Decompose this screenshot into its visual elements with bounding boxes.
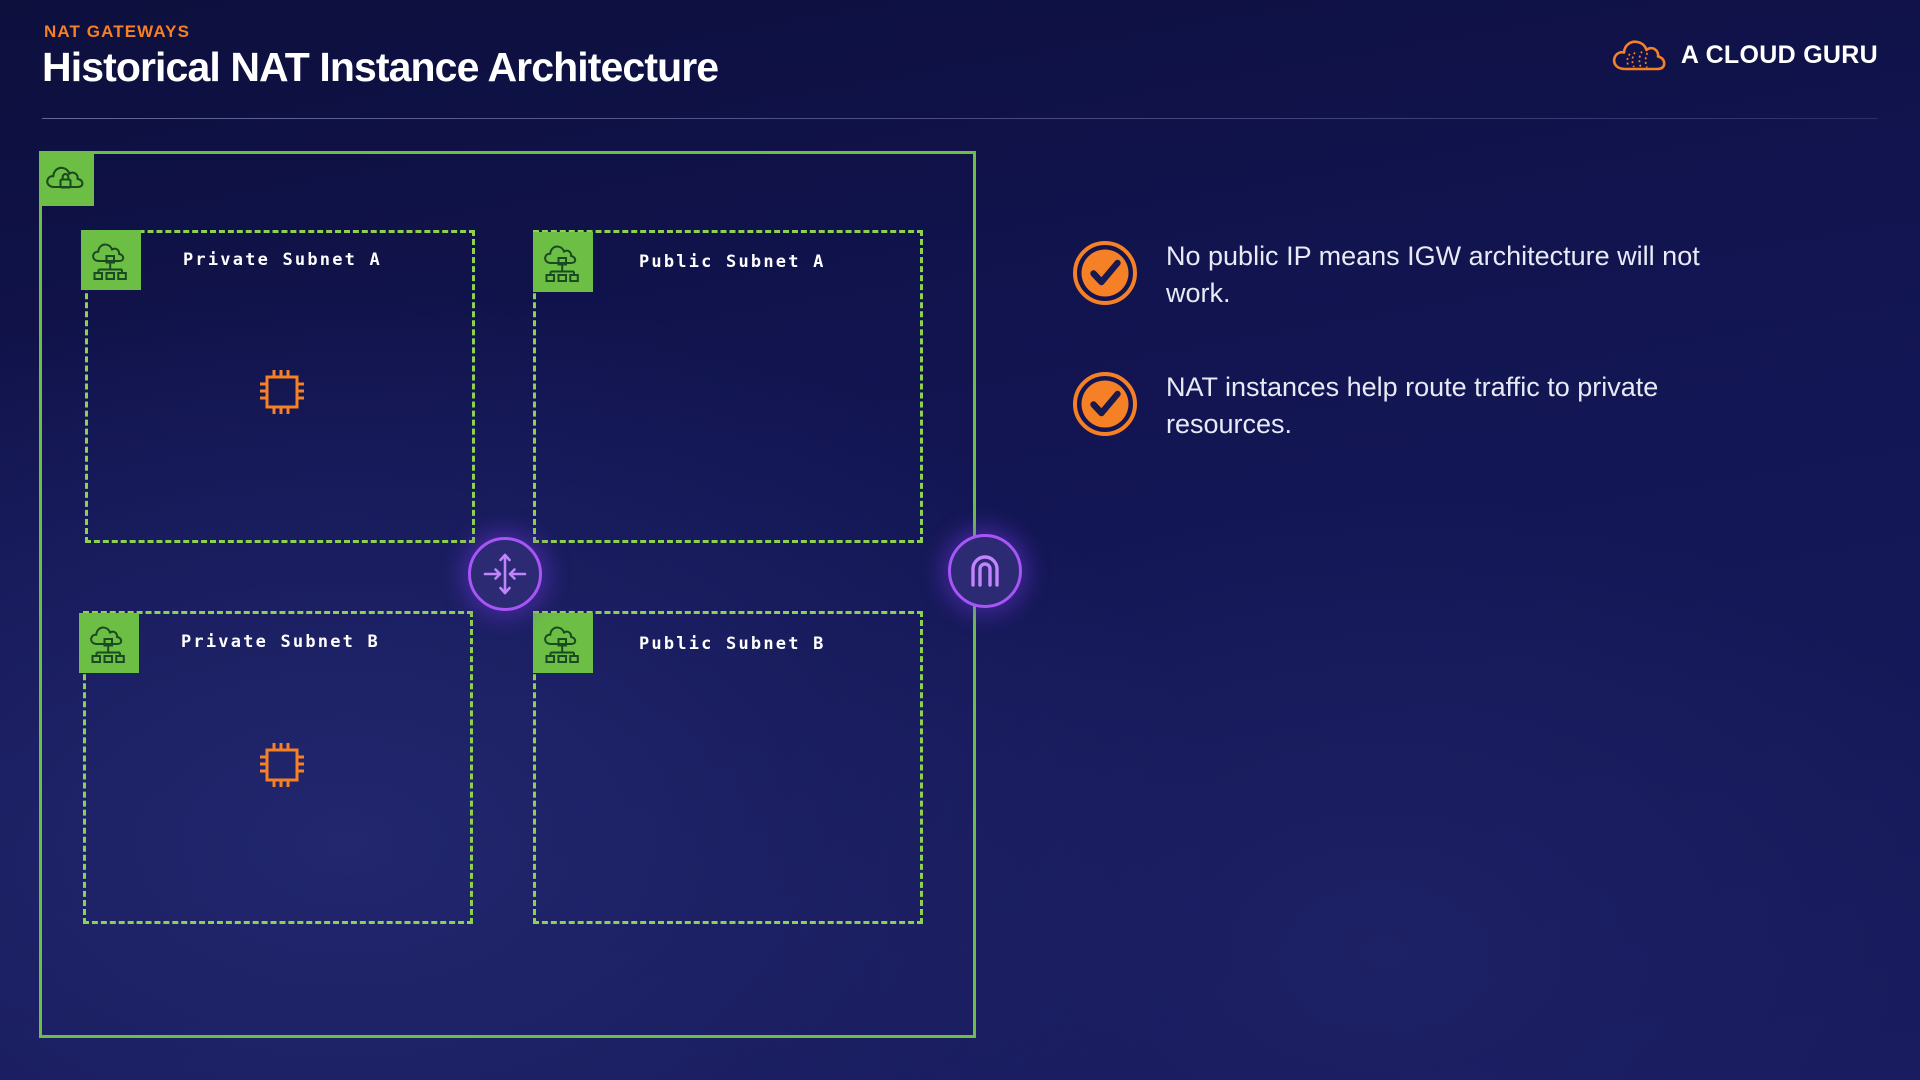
cloud-logo-icon xyxy=(1611,36,1667,74)
check-circle-icon xyxy=(1072,240,1138,306)
nat-gateway-node xyxy=(468,537,542,611)
internet-gateway-node xyxy=(948,534,1022,608)
slide-header: NAT GATEWAYS Historical NAT Instance Arc… xyxy=(0,0,1920,120)
brand-logo: A CLOUD GURU xyxy=(1611,36,1878,74)
subnet-box-private-a xyxy=(85,230,475,543)
subnet-cloud-network-icon xyxy=(533,232,593,292)
section-eyebrow: NAT GATEWAYS xyxy=(44,22,191,41)
bullet-text: NAT instances help route traffic to priv… xyxy=(1166,371,1659,439)
subnet-box-public-b xyxy=(533,611,923,924)
subnet-box-public-a xyxy=(533,230,923,543)
nat-arrows-icon xyxy=(480,549,530,599)
subnet-label-public-b: Public Subnet B xyxy=(639,634,826,654)
subnet-box-private-b xyxy=(83,611,473,924)
subnet-label-public-a: Public Subnet A xyxy=(639,252,826,272)
subnet-cloud-network-icon xyxy=(79,613,139,673)
bullet-item: No public IP means IGW architecture will… xyxy=(1072,238,1772,313)
brand-name: A CLOUD GURU xyxy=(1680,40,1878,69)
subnet-cloud-network-icon xyxy=(81,230,141,290)
subnet-label-private-a: Private Subnet A xyxy=(183,250,382,270)
bullet-item: NAT instances help route traffic to priv… xyxy=(1072,369,1772,444)
cpu-chip-icon xyxy=(254,364,310,420)
bullet-text: No public IP means IGW architecture will… xyxy=(1166,241,1700,309)
subnet-label-private-b: Private Subnet B xyxy=(181,632,380,652)
subnet-cloud-network-icon xyxy=(533,613,593,673)
internet-gateway-arch-icon xyxy=(962,548,1008,594)
vpc-cloud-lock-icon xyxy=(39,151,94,206)
check-circle-icon xyxy=(1072,371,1138,437)
page-title: Historical NAT Instance Architecture xyxy=(42,44,719,90)
header-divider xyxy=(42,118,1878,119)
bullet-list: No public IP means IGW architecture will… xyxy=(1072,238,1772,499)
cpu-chip-icon xyxy=(254,737,310,793)
